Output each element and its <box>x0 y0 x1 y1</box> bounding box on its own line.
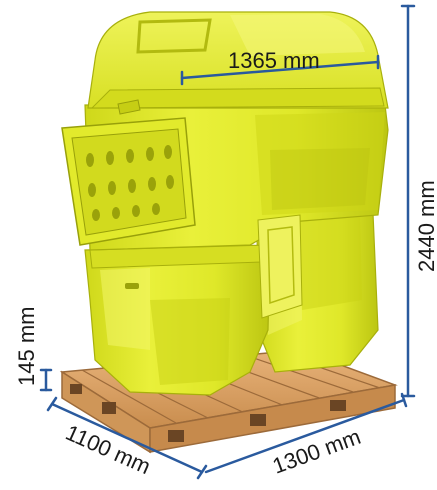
length-dimension-line <box>204 398 406 474</box>
height-label: 2440 mm <box>414 180 437 272</box>
side-door-panel <box>257 214 303 319</box>
lower-left-bin <box>84 244 271 396</box>
top-width-label: 1365 mm <box>228 48 320 73</box>
top-lid <box>87 11 389 109</box>
pallet-height-label: 145 mm <box>14 307 39 386</box>
depth-dimension-line <box>50 402 204 474</box>
top-width-dimension-line <box>180 60 380 80</box>
dimension-lines <box>39 4 416 480</box>
front-grille-panel <box>61 99 196 246</box>
